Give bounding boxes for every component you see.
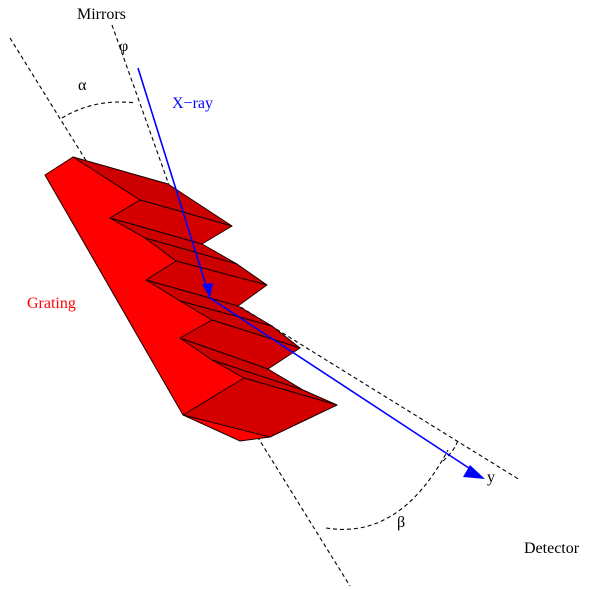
incident-ray-arrowhead <box>202 283 213 298</box>
beta-arc <box>325 449 449 530</box>
incident-ray <box>137 67 211 299</box>
beta-label: β <box>397 514 405 531</box>
diffracted-direction-line <box>204 284 521 481</box>
reference-lines <box>9 24 521 587</box>
phi-arc <box>442 439 459 462</box>
xray-path <box>137 67 485 479</box>
alpha-label: α <box>78 77 87 94</box>
diffracted-ray <box>209 297 479 475</box>
grating <box>44 156 338 442</box>
alpha-arc <box>61 101 137 119</box>
diffracted-ray-arrowhead <box>463 465 485 479</box>
phi-label: φ <box>119 38 128 55</box>
grating-facet-4b <box>182 377 338 438</box>
mirrors-label: Mirrors <box>77 6 126 23</box>
y-label: y <box>487 469 495 486</box>
grating-label: Grating <box>27 295 76 312</box>
detector-label: Detector <box>524 540 580 557</box>
xray-label: X−ray <box>172 95 213 112</box>
